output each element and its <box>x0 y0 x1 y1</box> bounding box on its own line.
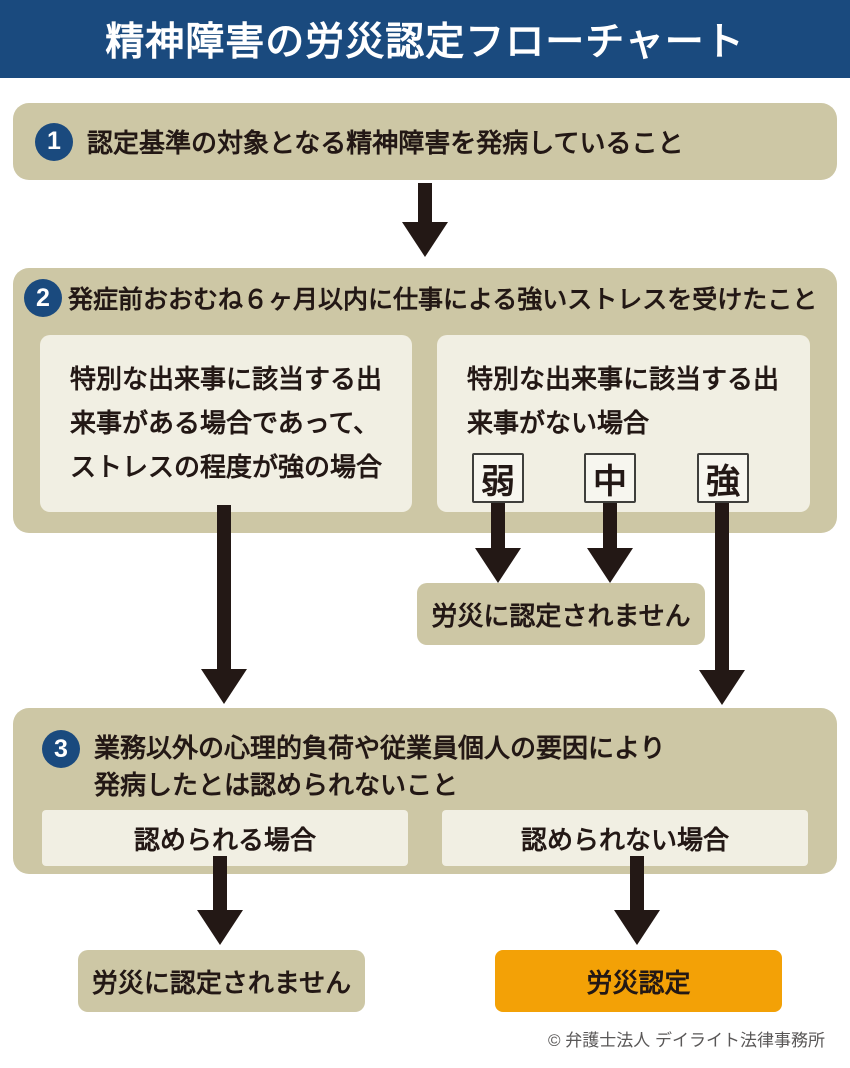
step2-title-row: 2 発症前おおむね６ヶ月以内に仕事による強いストレスを受けたこと <box>24 279 817 317</box>
step2-label: 発症前おおむね６ヶ月以内に仕事による強いストレスを受けたこと <box>68 286 818 314</box>
arrow-shaft <box>630 856 644 911</box>
step1-label: 認定基準の対象となる精神障害を発病していること <box>87 128 684 158</box>
arrow-shaft <box>715 503 729 671</box>
step3-box: 3 業務以外の心理的負荷や従業員個人の要因により 発病したとは認められないこと … <box>13 708 837 874</box>
arrow-weak-to-not-certified <box>475 503 521 583</box>
final-not-certified-box: 労災に認定されません <box>78 950 365 1012</box>
step3-title-row: 3 業務以外の心理的負荷や従業員個人の要因により 発病したとは認められないこと <box>42 730 665 804</box>
step1-box: 1 認定基準の対象となる精神障害を発病していること <box>13 103 837 180</box>
stress-level-medium: 中 <box>584 453 636 503</box>
arrow-not-recognized-to-certified <box>614 856 660 945</box>
step3-number-badge: 3 <box>42 730 80 768</box>
arrow-head-icon <box>587 548 633 583</box>
arrow-shaft <box>213 856 227 911</box>
step2-number-badge: 2 <box>24 279 62 317</box>
step2-special-event-text: 特別な出来事に該当する出 来事がある場合であって、 ストレスの程度が強の場合 <box>70 364 383 482</box>
arrow-shaft <box>217 505 231 670</box>
stress-level-strong: 強 <box>697 453 749 503</box>
step2-no-special-event-box: 特別な出来事に該当する出 来事がない場合 弱 中 強 <box>437 335 810 512</box>
arrow-shaft <box>603 503 617 549</box>
final-certified-box: 労災認定 <box>495 950 782 1012</box>
arrow-head-icon <box>201 669 247 704</box>
arrow-head-icon <box>475 548 521 583</box>
mid-not-certified-box: 労災に認定されません <box>417 583 705 645</box>
page-title: 精神障害の労災認定フローチャート <box>105 21 745 64</box>
arrow-shaft <box>491 503 505 549</box>
page-header: 精神障害の労災認定フローチャート <box>0 0 850 78</box>
stress-level-weak: 弱 <box>472 453 524 503</box>
arrow-head-icon <box>402 222 448 257</box>
step3-label: 業務以外の心理的負荷や従業員個人の要因により 発病したとは認められないこと <box>94 733 666 800</box>
arrow-head-icon <box>614 910 660 945</box>
step2-no-special-event-text: 特別な出来事に該当する出 来事がない場合 <box>467 364 780 438</box>
arrow-head-icon <box>197 910 243 945</box>
arrow-step1-to-step2 <box>402 183 448 257</box>
arrow-special-case-to-step3 <box>201 505 247 704</box>
arrow-recognized-to-not-certified <box>197 856 243 945</box>
step1-number-badge: 1 <box>35 122 73 161</box>
step2-box: 2 発症前おおむね６ヶ月以内に仕事による強いストレスを受けたこと 特別な出来事に… <box>13 268 837 533</box>
copyright-credit: © 弁護士法人 デイライト法律事務所 <box>548 1031 825 1050</box>
step3-not-recognized-box: 認められない場合 <box>442 810 808 866</box>
arrow-medium-to-not-certified <box>587 503 633 583</box>
arrow-shaft <box>418 183 432 223</box>
arrow-strong-to-step3 <box>699 503 745 705</box>
arrow-head-icon <box>699 670 745 705</box>
step2-special-event-box: 特別な出来事に該当する出 来事がある場合であって、 ストレスの程度が強の場合 <box>40 335 412 512</box>
